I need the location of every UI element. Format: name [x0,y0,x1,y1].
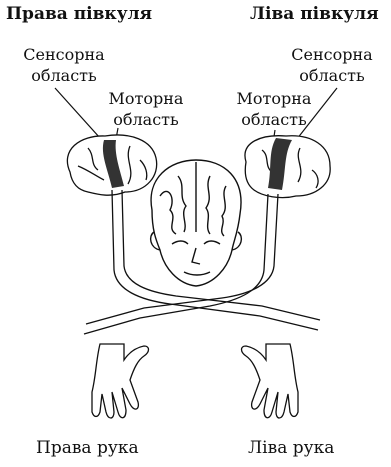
left-motor-area-label: Моторна область [224,88,324,130]
right-hand-label: Права рука [36,440,139,457]
right-hemisphere-title: Права півкуля [6,6,152,23]
left-hand-label: Ліва рука [248,440,334,457]
left-sensory-line1: Сенсорна [278,44,386,65]
left-sensory-area-label: Сенсорна область [278,44,386,86]
left-motor-line1: Моторна [224,88,324,109]
right-sensory-line2: область [14,65,114,86]
right-motor-line1: Моторна [96,88,196,109]
right-hand-drawing [92,344,149,418]
right-motor-line2: область [96,109,196,130]
right-sensory-line1: Сенсорна [14,44,114,65]
right-motor-area-label: Моторна область [96,88,196,130]
left-sensory-line2: область [278,65,386,86]
head [151,160,242,286]
left-motor-line2: область [224,109,324,130]
left-hand-drawing [242,344,299,418]
right-sensory-area-label: Сенсорна область [14,44,114,86]
left-hemisphere-title: Ліва півкуля [250,6,379,23]
